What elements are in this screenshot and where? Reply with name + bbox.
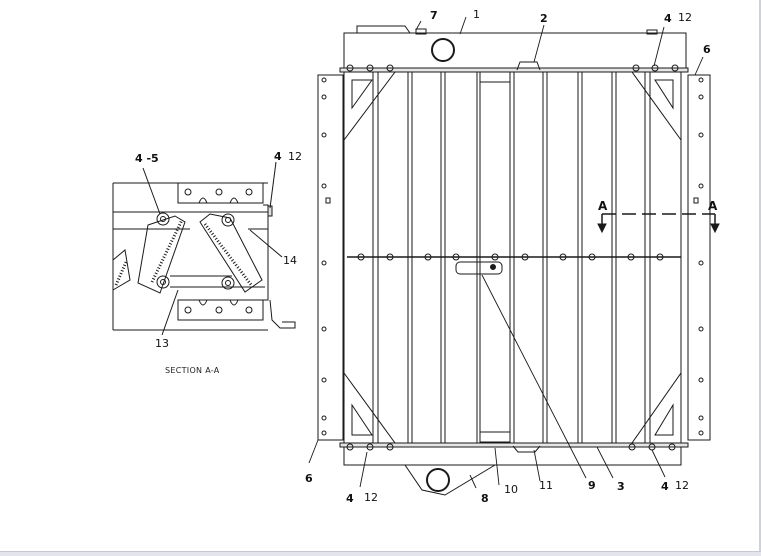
leader-lines xyxy=(308,16,704,489)
viewer-right-edge xyxy=(759,0,761,552)
callout-1: 1 xyxy=(473,8,480,21)
callout-6-top: 6 xyxy=(703,43,711,56)
section-marker-a-left: A xyxy=(598,199,608,213)
section-a-a-view xyxy=(112,161,296,336)
callout-13: 13 xyxy=(155,337,169,350)
callout-2: 2 xyxy=(540,12,548,25)
radiator-main-view xyxy=(308,16,720,496)
crossbar-clips xyxy=(357,253,664,261)
callout-11: 11 xyxy=(539,479,553,492)
callout-12-bottom-left: 12 xyxy=(364,491,378,504)
callout-9: 9 xyxy=(588,479,596,492)
callout-6-bottom: 6 xyxy=(305,472,313,485)
callout-12-top: 12 xyxy=(678,11,692,24)
callout-14: 14 xyxy=(283,254,297,267)
section-marker-a-right: A xyxy=(708,199,718,213)
callout-4-5: 4 -5 xyxy=(135,152,159,165)
callout-4-section: 4 xyxy=(274,150,282,163)
callout-4-bottom-right: 4 xyxy=(661,480,669,493)
callout-10: 10 xyxy=(504,483,518,496)
header-bolts xyxy=(346,64,679,451)
callout-7: 7 xyxy=(430,9,438,22)
callout-3: 3 xyxy=(617,480,625,493)
callout-12-section: 12 xyxy=(288,150,302,163)
section-caption: SECTION A-A xyxy=(165,366,220,375)
side-bolts xyxy=(321,77,704,436)
callout-4-top: 4 xyxy=(664,12,672,25)
viewer-bottom-edge xyxy=(0,551,761,556)
callout-12-bottom-right: 12 xyxy=(675,479,689,492)
callout-4-bottom-left: 4 xyxy=(346,492,354,505)
callout-8: 8 xyxy=(481,492,489,505)
